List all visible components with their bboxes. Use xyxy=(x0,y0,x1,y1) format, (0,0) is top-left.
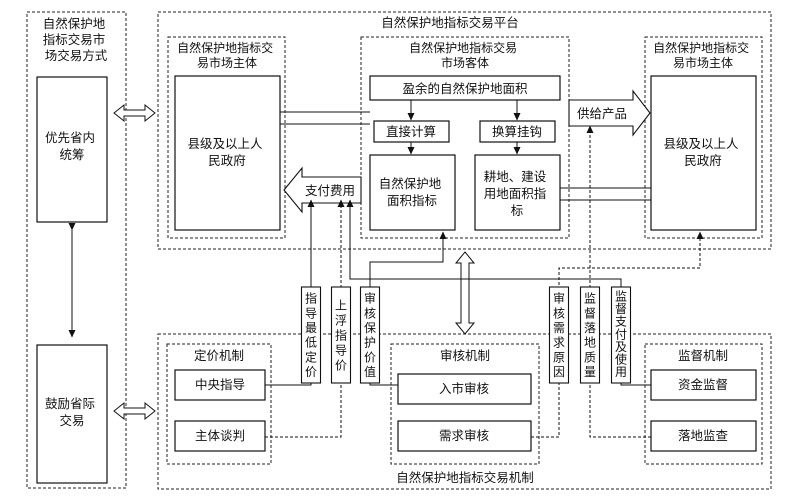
left-panel-title: 自然保护地 指标交易市 场交易方式 xyxy=(43,16,110,63)
left-subject-gov-label: 县级及以上人 民政府 xyxy=(188,136,267,168)
indicator-label: 自然保护地 面积指标 xyxy=(379,176,446,208)
supply-product-label: 供给产品 xyxy=(577,106,627,121)
supervision-panel xyxy=(644,343,763,465)
subject-negotiation-box xyxy=(174,420,266,452)
interprovincial-box xyxy=(36,344,108,484)
left-panel xyxy=(26,11,127,489)
right-subject-gov-label: 县级及以上人 民政府 xyxy=(664,136,743,168)
central-guidance-box xyxy=(174,369,266,401)
surplus-area-label: 盈余的自然保护地面积 xyxy=(402,81,527,96)
priority-provincial-label: 优先省内 统筹 xyxy=(45,130,99,162)
review-panel xyxy=(390,343,540,465)
convert-link-label: 换算挂钩 xyxy=(492,124,542,139)
pricing-panel xyxy=(166,343,272,465)
pay-fee-label: 支付费用 xyxy=(305,183,355,198)
connector-landing-quality xyxy=(586,125,651,438)
left-subject-box xyxy=(174,75,281,231)
vlabel-min-price-box xyxy=(300,286,322,384)
vertical-labels: 指导最低定价 上浮指导价 审核保护价值 审核需求原因 监督落地质量 监督支付及使用 xyxy=(300,286,632,384)
trading-mechanism xyxy=(157,333,772,490)
priority-provincial-box xyxy=(36,76,108,223)
vlabel-protection-value-box xyxy=(359,286,381,384)
demand-review-label: 需求审核 xyxy=(439,428,490,443)
central-guidance-label: 中央指导 xyxy=(195,377,245,392)
object-panel xyxy=(360,36,570,239)
platform-hollow-double-arrow xyxy=(113,103,156,123)
vlabel-landing-quality: 监督落地质量 xyxy=(584,292,596,379)
landing-inspection-label: 落地监查 xyxy=(678,428,729,443)
subject-negotiation-label: 主体谈判 xyxy=(195,428,245,443)
left-subject-panel xyxy=(167,36,286,239)
right-subject-box xyxy=(650,75,757,231)
surplus-area-box xyxy=(369,75,561,101)
demand-review-box xyxy=(397,420,532,452)
trading-platform xyxy=(157,11,772,250)
market-entry-review-label: 入市审核 xyxy=(439,381,490,396)
connector-fund-supervision xyxy=(346,199,651,386)
vlabel-float-price-box xyxy=(330,286,352,384)
vlabel-min-price: 指导最低定价 xyxy=(305,291,317,379)
farmland-box xyxy=(474,154,561,231)
review-title: 审核机制 xyxy=(440,348,490,363)
landing-inspection-box xyxy=(650,420,757,452)
pricing-title: 定价机制 xyxy=(194,348,244,363)
platform-title: 自然保护地指标交易平台 xyxy=(381,15,519,30)
right-subject-panel xyxy=(644,36,763,239)
fund-supervision-box xyxy=(650,369,757,401)
direct-calc-label: 直接计算 xyxy=(386,124,436,139)
connector-demand-reason xyxy=(531,231,704,438)
vlabel-demand-reason: 审核需求原因 xyxy=(553,291,565,379)
supply-product-arrow xyxy=(568,89,651,137)
indicator-box xyxy=(369,154,456,231)
vlabel-payment-use-box xyxy=(610,286,632,384)
right-subject-title: 自然保护地指标交 易市场主体 xyxy=(653,40,753,70)
vlabel-demand-reason-box xyxy=(548,286,570,384)
vlabel-float-price: 上浮指导价 xyxy=(335,299,347,373)
supervision-title: 监督机制 xyxy=(678,348,728,363)
left-subject-title: 自然保护地指标交 易市场主体 xyxy=(177,40,277,70)
interprovincial-label: 鼓励省际 交易 xyxy=(45,396,99,428)
platform-mechanism-double-arrow xyxy=(454,251,476,335)
connector-min-price xyxy=(265,199,315,386)
connector-float-price xyxy=(265,199,345,438)
fund-supervision-label: 资金监督 xyxy=(678,377,728,392)
mechanism-title: 自然保护地指标交易机制 xyxy=(396,470,534,485)
mechanism-hollow-double-arrow xyxy=(113,401,156,421)
market-entry-review-box xyxy=(397,373,532,405)
vlabel-payment-use: 监督支付及使用 xyxy=(615,290,627,379)
object-title: 自然保护地指标交易 市场客体 xyxy=(409,40,521,70)
vlabel-protection-value: 审核保护价值 xyxy=(364,291,376,379)
connector-protection-value xyxy=(369,231,447,386)
farmland-label: 耕地、建设 用地面积指 标 xyxy=(484,169,551,218)
vlabel-landing-quality-box xyxy=(579,286,601,384)
